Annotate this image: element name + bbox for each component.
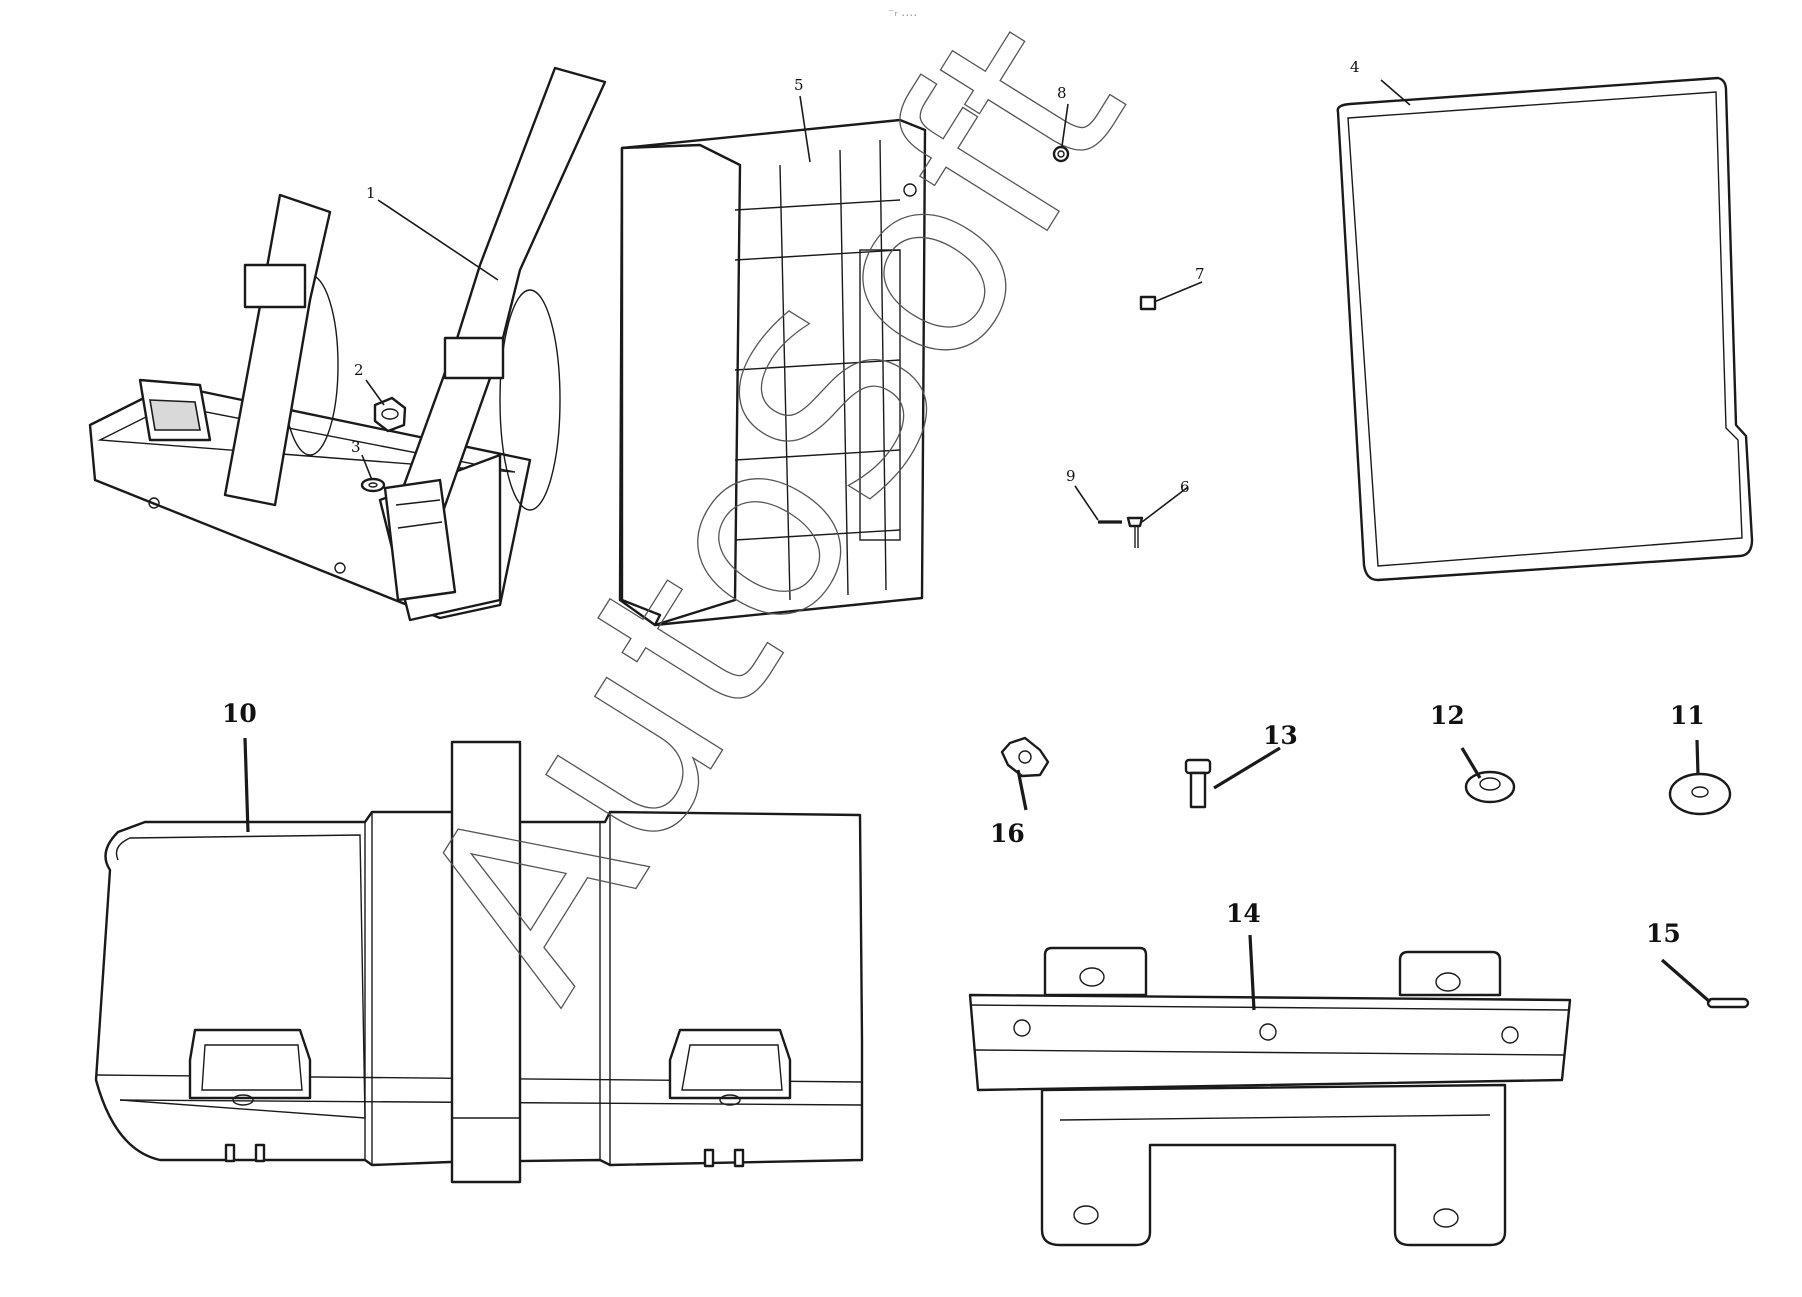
callout-3: 3 (351, 438, 361, 456)
callout-12: 12 (1430, 701, 1465, 730)
flange-nut-part-2 (373, 396, 407, 433)
callout-14: 14 (1226, 899, 1261, 928)
callout-5: 5 (794, 76, 804, 94)
bolt-part-13 (1184, 758, 1212, 809)
header-dots: ⁻ᵣ ‥‥ (888, 5, 917, 19)
mounting-bracket-part-14 (968, 946, 1572, 1247)
callout-10: 10 (222, 699, 257, 728)
callout-4: 4 (1350, 58, 1360, 76)
washer-part-3 (360, 477, 386, 493)
callout-6: 6 (1180, 478, 1190, 496)
pin-part-15 (1706, 997, 1750, 1009)
callout-13: 13 (1263, 721, 1298, 750)
panel-sheet-part-4 (1336, 76, 1754, 582)
washer-part-12 (1464, 770, 1516, 804)
callout-2: 2 (354, 361, 364, 379)
callout-9: 9 (1066, 467, 1076, 485)
battery-box-part-10 (94, 740, 864, 1184)
callout-16: 16 (990, 819, 1025, 848)
small-hardware-parts-6-7-9 (1098, 295, 1157, 548)
battery-bracket-with-straps (88, 66, 607, 622)
callout-7: 7 (1195, 265, 1205, 283)
leader-lines (243, 79, 1712, 1011)
callout-1: 1 (366, 184, 376, 202)
battery-cover-part-5 (618, 118, 927, 627)
callout-11: 11 (1670, 701, 1705, 730)
callout-8: 8 (1057, 84, 1067, 102)
callout-15: 15 (1646, 919, 1681, 948)
washer-part-11 (1668, 772, 1732, 816)
cage-nut-part-16 (1000, 736, 1050, 778)
callout-labels: 1 2 3 4 5 6 7 8 9 10 11 12 13 14 15 16 (222, 58, 1705, 948)
nut-part-8 (1052, 145, 1070, 163)
